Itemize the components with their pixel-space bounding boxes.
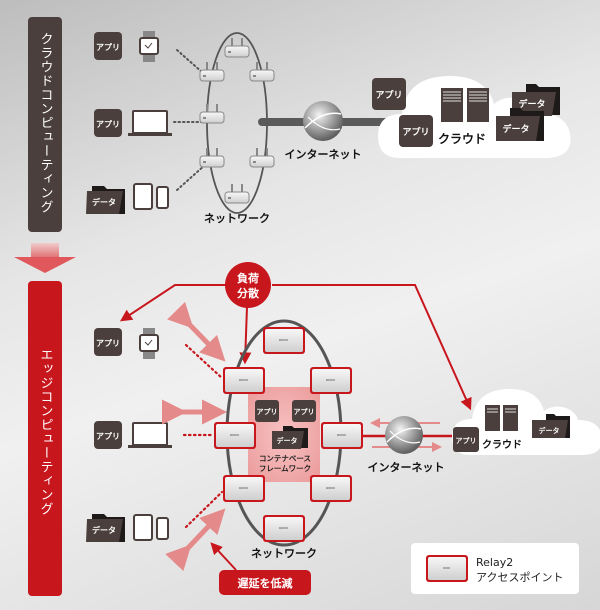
container-framework: アプリ アプリ データ コンテナベース フレームワーク [248, 387, 320, 482]
cloud-routers [199, 38, 275, 204]
relay2-access-points [214, 327, 363, 542]
relay2-ap-icon [263, 515, 305, 542]
svg-text:データ: データ [518, 98, 545, 110]
edge-datacenter: アプリ クラウド データ [452, 389, 600, 455]
cloud-internet-globe: インターネット [285, 101, 362, 161]
smartwatch-icon [139, 31, 159, 62]
edge-cloud-label: クラウド [482, 439, 522, 451]
cloud-device-row-3: データ [86, 183, 169, 214]
svg-text:アプリ: アプリ [96, 42, 120, 52]
edge-proximity-arrows [162, 301, 227, 572]
svg-text:アプリ: アプリ [96, 431, 120, 441]
relay2-ap-icon [214, 422, 256, 449]
cloud-computing-label: クラウドコンピューティング [38, 32, 54, 214]
svg-text:アプリ: アプリ [375, 89, 402, 101]
svg-text:負荷: 負荷 [237, 271, 259, 285]
router-icon [199, 104, 225, 124]
svg-text:アプリ: アプリ [257, 407, 278, 416]
down-arrow-icon [14, 243, 76, 273]
edge-device-links [182, 343, 224, 529]
smartphone-icon [156, 517, 169, 540]
cloud-device-row-1: アプリ [94, 31, 159, 62]
app-tag: アプリ [372, 78, 406, 110]
router-icon [224, 184, 250, 204]
svg-text:アプリ: アプリ [294, 407, 315, 416]
tablet-icon [133, 514, 153, 541]
router-icon [249, 62, 275, 82]
relay2-ap-icon [310, 367, 352, 394]
app-tag: アプリ [453, 427, 479, 452]
relay2-ap-icon [310, 475, 352, 502]
cloud-internet-label: インターネット [285, 148, 362, 161]
cloud-device-links [173, 49, 206, 191]
relay2-ap-icon [223, 475, 265, 502]
svg-text:アプリ: アプリ [96, 338, 120, 348]
tablet-icon [133, 183, 153, 210]
legend: Relay2 アクセスポイント [411, 543, 579, 594]
cloud-network-label: ネットワーク [204, 212, 270, 225]
edge-computing-side-banner: エッジコンピューティング [28, 281, 62, 596]
svg-text:データ: データ [539, 426, 560, 435]
svg-text:分散: 分散 [237, 286, 260, 300]
edge-computing-label: エッジコンピューティング [38, 348, 54, 516]
laptop-icon [128, 422, 172, 448]
edge-device-row-2: アプリ [94, 421, 172, 449]
app-tag: アプリ [255, 400, 279, 422]
svg-text:データ: データ [92, 197, 116, 207]
svg-text:データ: データ [277, 436, 298, 445]
relay2-ap-icon [263, 327, 305, 354]
server-icon [485, 405, 518, 431]
relay2-ap-icon [223, 367, 265, 394]
legend-line-2: アクセスポイント [476, 571, 563, 584]
legend-line-1: Relay2 [476, 556, 513, 569]
app-tag: アプリ [292, 400, 316, 422]
cloud-computing-side-banner: クラウドコンピューティング [28, 17, 62, 232]
relay2-ap-icon [426, 555, 468, 582]
edge-network-label: ネットワーク [251, 547, 317, 560]
smartwatch-icon [139, 328, 159, 359]
cloud-datacenter: アプリ アプリ クラウド データ データ [372, 76, 571, 158]
router-icon [249, 148, 275, 168]
latency-callout: 遅延を低減 [210, 542, 311, 595]
app-tag: アプリ [399, 115, 433, 147]
svg-text:データ: データ [502, 123, 529, 135]
smartphone-icon [156, 186, 169, 209]
app-tag: アプリ [94, 328, 122, 356]
router-icon [199, 62, 225, 82]
data-folder: データ [496, 108, 544, 141]
cloud-device-row-2: アプリ [94, 109, 172, 137]
data-folder: データ [86, 514, 125, 542]
router-icon [199, 148, 225, 168]
edge-internet-label: インターネット [368, 461, 445, 474]
svg-text:フレームワーク: フレームワーク [259, 463, 311, 473]
app-tag: アプリ [94, 109, 122, 137]
laptop-icon [128, 110, 172, 136]
svg-text:アプリ: アプリ [402, 126, 429, 138]
app-tag: アプリ [94, 32, 122, 60]
latency-label: 遅延を低減 [238, 576, 293, 590]
cloud-label: クラウド [438, 132, 486, 146]
router-icon [224, 38, 250, 58]
cloud-network-ring [206, 32, 389, 214]
data-folder: データ [272, 426, 308, 449]
svg-text:コンテナベース: コンテナベース [259, 454, 311, 463]
app-tag: アプリ [94, 421, 122, 449]
data-folder: データ [86, 186, 125, 214]
svg-text:アプリ: アプリ [96, 119, 120, 129]
server-icon [441, 88, 489, 122]
svg-text:データ: データ [92, 525, 116, 535]
svg-text:アプリ: アプリ [456, 436, 477, 445]
edge-device-row-1: アプリ [94, 328, 159, 359]
relay2-ap-icon [321, 422, 363, 449]
edge-internet-globe: インターネット [368, 416, 445, 474]
data-folder: データ [512, 84, 560, 116]
edge-device-row-3: データ [86, 514, 169, 542]
data-folder: データ [532, 414, 570, 438]
load-balance-badge: 負荷 分散 [225, 262, 271, 308]
